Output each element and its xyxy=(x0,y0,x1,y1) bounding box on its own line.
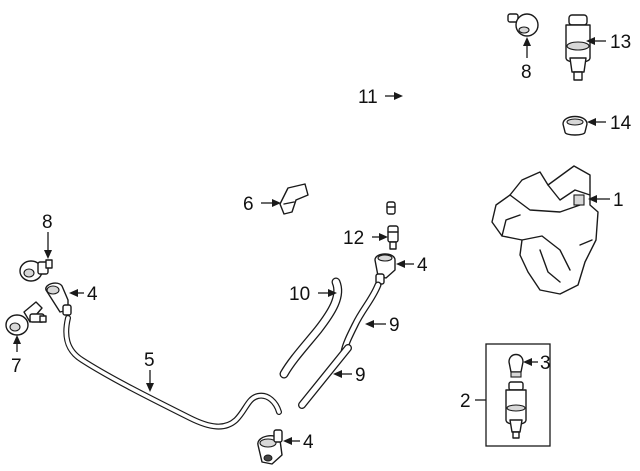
pump-part-13 xyxy=(565,14,591,81)
connector-part-12 xyxy=(387,225,399,250)
callout-13: 13 xyxy=(610,32,631,53)
callout-14: 14 xyxy=(610,113,632,134)
nozzle-part-8-left xyxy=(19,259,53,282)
callout-9-lower: 9 xyxy=(355,365,366,386)
grommet-part-14 xyxy=(562,115,588,136)
callout-3: 3 xyxy=(540,353,551,374)
callout-1: 1 xyxy=(613,190,624,211)
callout-10: 10 xyxy=(289,284,310,305)
hose-part-5 xyxy=(63,315,282,430)
hose-part-11 xyxy=(386,8,499,215)
callout-2: 2 xyxy=(460,391,471,412)
callout-4-left: 4 xyxy=(87,284,98,305)
grommet-part-3 xyxy=(508,353,524,378)
hose-part-10 xyxy=(279,277,343,379)
hose-part-9-lower xyxy=(298,344,352,409)
callout-11: 11 xyxy=(358,87,378,108)
clip-part-6 xyxy=(279,183,309,215)
callout-8-left: 8 xyxy=(42,212,53,233)
leader-lines xyxy=(13,37,610,445)
callout-7: 7 xyxy=(11,356,22,377)
elbow-part-4-bottom xyxy=(257,429,283,465)
hose-part-9-upper xyxy=(340,281,382,356)
elbow-part-4-left xyxy=(45,282,72,316)
elbow-part-4-center xyxy=(374,253,396,285)
callout-labels: 1 13 14 8 11 6 12 4 10 9 9 8 4 7 5 4 3 2 xyxy=(11,32,632,453)
callout-4-bottom: 4 xyxy=(303,432,314,453)
pump-part-2 xyxy=(505,381,527,439)
callout-4-center: 4 xyxy=(417,255,428,276)
callout-9-upper: 9 xyxy=(389,315,400,336)
nozzle-part-8-top xyxy=(507,13,539,37)
callout-8-top: 8 xyxy=(521,62,532,83)
nozzle-part-7 xyxy=(5,301,47,336)
pump-kit-box-part-2 xyxy=(485,343,551,447)
callout-5: 5 xyxy=(144,350,155,371)
reservoir-part-1 xyxy=(491,165,599,295)
callout-12: 12 xyxy=(343,228,364,249)
callout-6: 6 xyxy=(243,194,254,215)
